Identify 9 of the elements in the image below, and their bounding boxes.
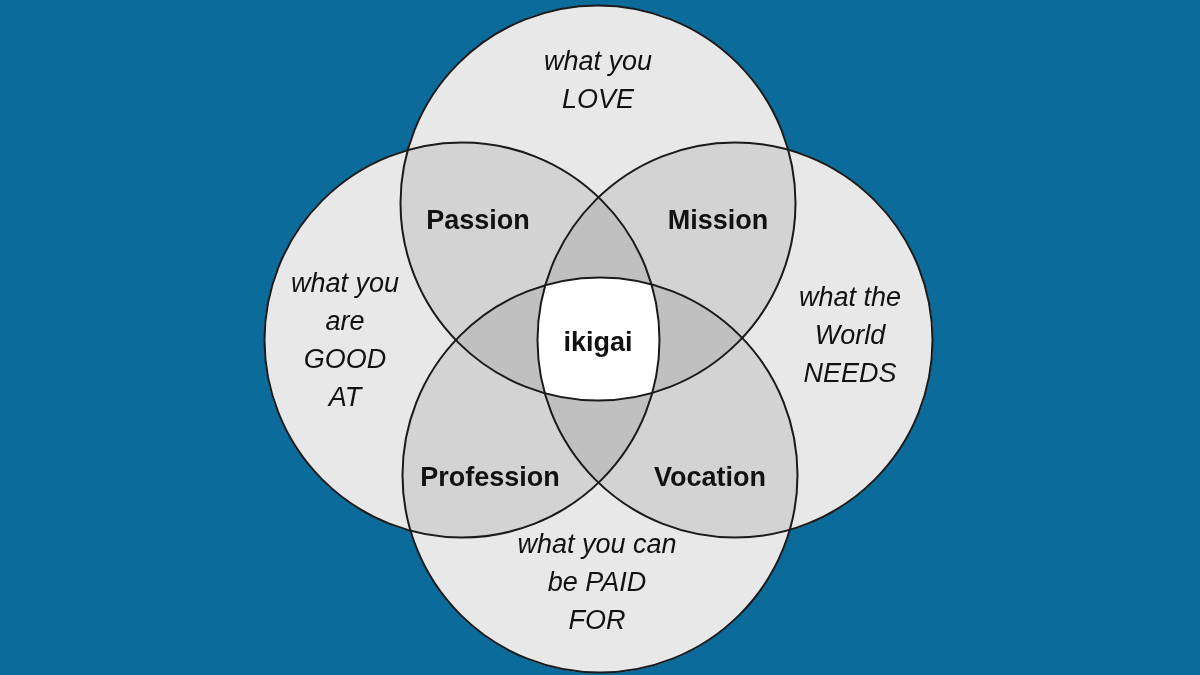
circle-label: what you can be PAID FOR <box>517 528 677 637</box>
circle-label: what the World NEEDS <box>797 281 903 390</box>
center-label: ikigai <box>563 326 633 358</box>
circle-label: what you LOVE <box>542 45 654 116</box>
overlap-label: Vocation <box>654 461 766 493</box>
overlap-label: Profession <box>420 461 560 493</box>
circle-label: what you are GOOD AT <box>289 267 401 414</box>
overlap-label: Mission <box>667 204 769 236</box>
overlap-label: Passion <box>426 204 530 236</box>
